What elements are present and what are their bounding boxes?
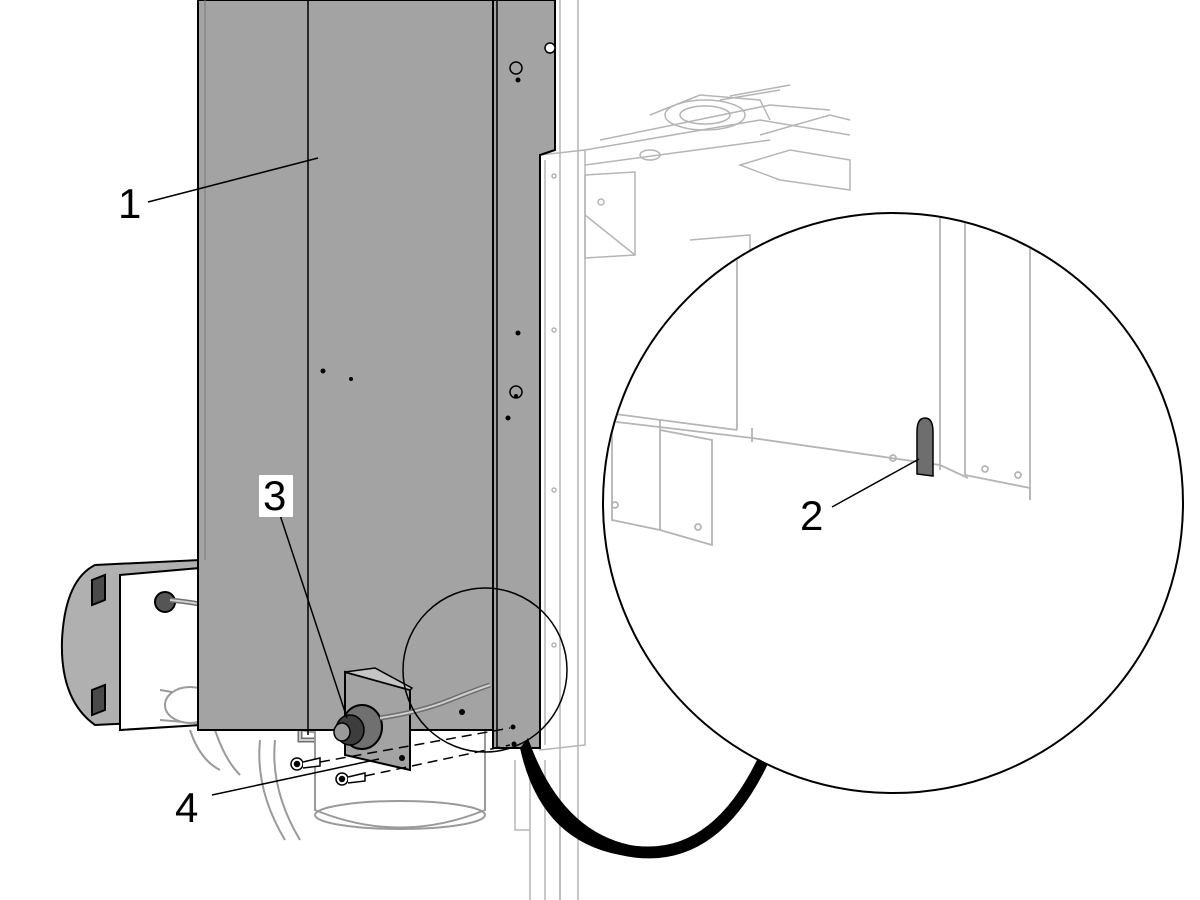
callout-label-1: 1 [118, 180, 141, 227]
slot-in-panel [916, 417, 934, 477]
alignment-lines [319, 727, 511, 777]
screw-icon [290, 757, 366, 786]
detail-circle-small [402, 587, 568, 753]
curved-arrow-icon [520, 650, 815, 859]
callout-label-2: 2 [800, 492, 823, 539]
callout-label-4: 4 [175, 784, 198, 831]
leader-lines [147, 157, 920, 796]
cable-gland [333, 704, 383, 750]
detail-circle [602, 212, 1184, 794]
callout-label-3-box [259, 475, 293, 517]
callout-label-3: 3 [263, 472, 286, 519]
column-panel [197, 0, 556, 749]
